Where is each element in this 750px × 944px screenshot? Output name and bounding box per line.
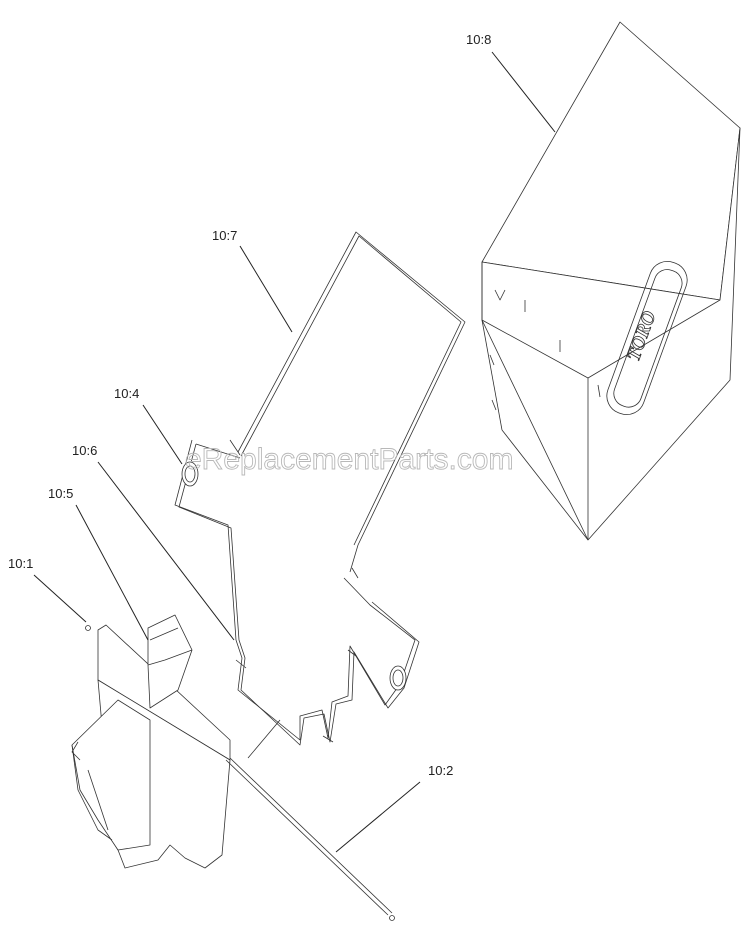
leader-10-4 (142, 404, 183, 465)
watermark-text: eReplacementParts.com (185, 443, 513, 476)
callout-10-8[interactable]: 10:8 (466, 32, 491, 47)
leader-10-5 (75, 504, 149, 641)
callout-10-6[interactable]: 10:6 (72, 443, 97, 458)
leader-10-6 (97, 461, 235, 641)
leader-10-7 (239, 245, 293, 333)
callout-10-4[interactable]: 10:4 (114, 386, 139, 401)
callout-10-1[interactable]: 10:1 (8, 556, 33, 571)
part-bracket[interactable] (147, 614, 193, 709)
part-bushing[interactable] (181, 461, 407, 691)
leader-10-8 (491, 51, 556, 133)
leader-10-1 (33, 574, 87, 623)
part-grass-bag[interactable]: TORO (481, 21, 741, 541)
part-frame-wire[interactable] (229, 231, 466, 579)
part-rod[interactable] (225, 719, 395, 921)
callout-10-5[interactable]: 10:5 (48, 486, 73, 501)
leader-10-2 (335, 781, 421, 853)
callout-10-2[interactable]: 10:2 (428, 763, 453, 778)
callout-10-7[interactable]: 10:7 (212, 228, 237, 243)
